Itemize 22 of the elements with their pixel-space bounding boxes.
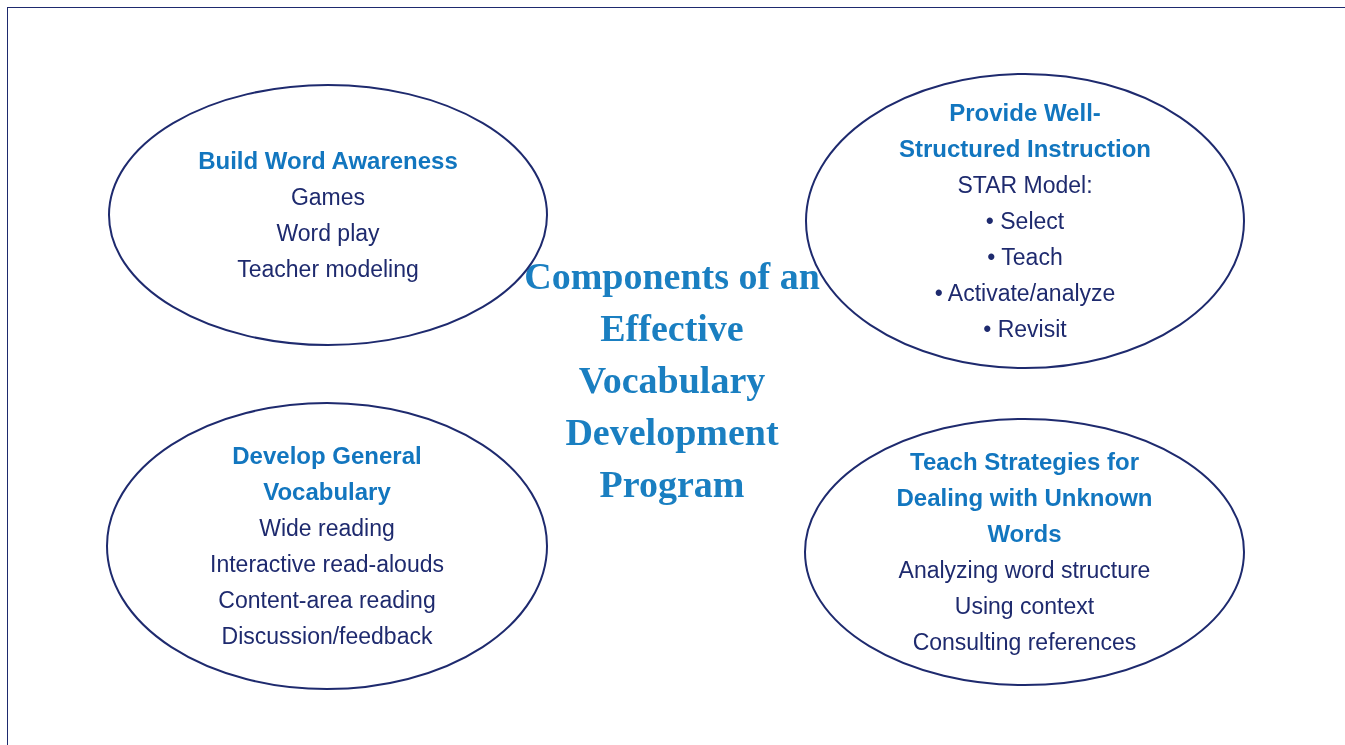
list-item: Consulting references (912, 628, 1137, 657)
list-item: Discussion/feedback (221, 622, 433, 651)
list-item: • Teach (987, 243, 1063, 272)
list-item: Word play (276, 219, 380, 248)
list-item: STAR Model: (957, 171, 1093, 200)
list-item: • Activate/analyze (934, 279, 1116, 308)
list-item: Analyzing word structure (898, 556, 1151, 585)
list-item: • Select (985, 207, 1065, 236)
list-item: • Revisit (983, 315, 1067, 344)
heading: Provide Well-Structured Instruction (898, 98, 1152, 164)
list-item: Using context (954, 592, 1095, 621)
oval-node (106, 402, 548, 690)
list-item: Content-area reading (218, 586, 436, 615)
list-item: Interactive read-alouds (210, 550, 444, 579)
heading: Develop General Vocabulary (231, 441, 423, 507)
list-item: Wide reading (259, 514, 395, 543)
heading: Build Word Awareness (198, 146, 458, 176)
heading: Teach Strategies for Dealing with Unknown Words (895, 447, 1154, 549)
oval-node (804, 418, 1245, 686)
title: Components of an Effective Vocabulary Development Program (523, 254, 821, 507)
list-item: Teacher modeling (237, 255, 419, 284)
list-item: Games (290, 183, 366, 212)
